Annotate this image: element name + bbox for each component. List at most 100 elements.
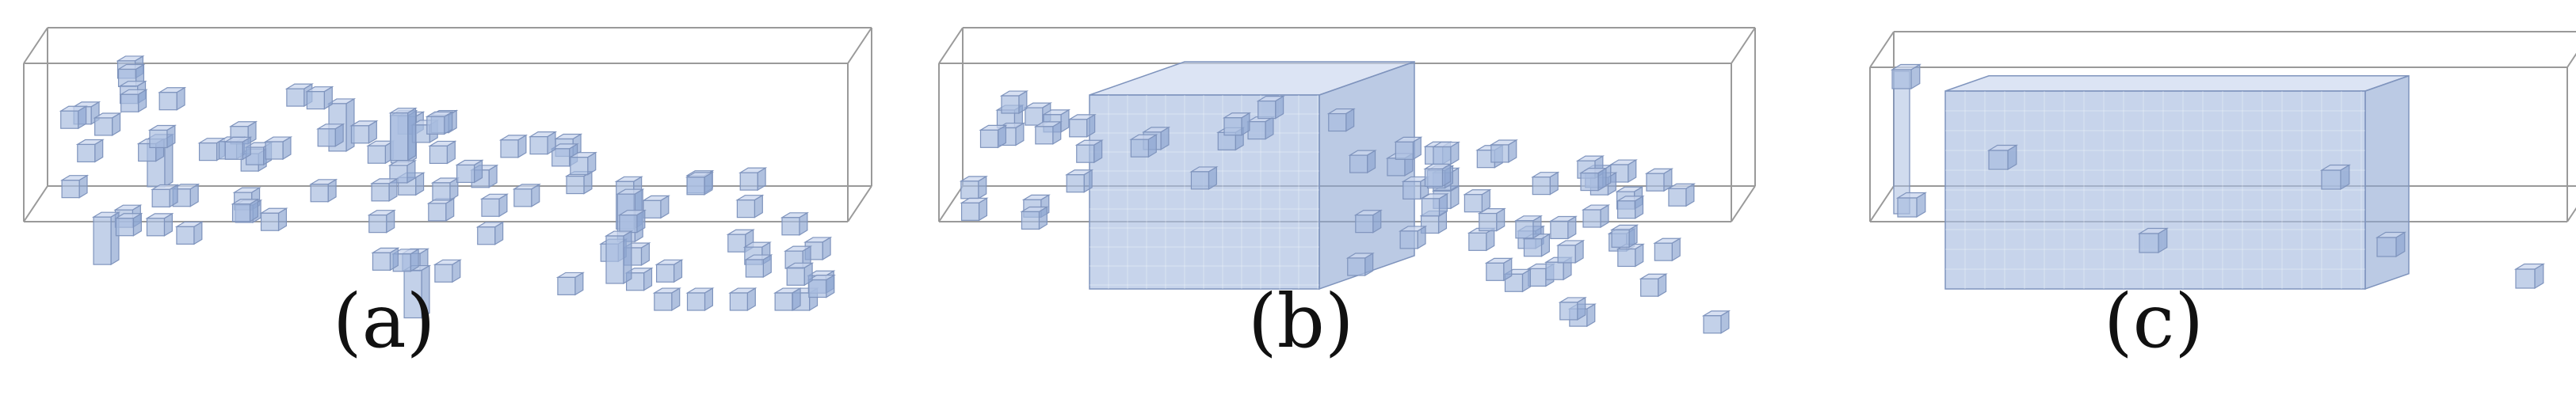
voxel: [781, 217, 800, 236]
voxel: [93, 216, 112, 265]
voxel: [428, 203, 447, 222]
voxel: [115, 218, 135, 237]
frame-edge: [23, 185, 48, 222]
voxel: [286, 88, 305, 107]
voxel: [2515, 268, 2536, 289]
frame-edge: [847, 27, 872, 64]
voxel: [1076, 144, 1095, 163]
frame-edge: [1869, 31, 1895, 68]
voxel: [1349, 154, 1368, 173]
voxel: [1668, 188, 1687, 207]
voxel: [149, 129, 168, 149]
voxel: [1223, 117, 1242, 136]
voxel: [310, 184, 329, 203]
voxel: [570, 157, 589, 176]
voxel: [1528, 268, 1547, 287]
voxel: [1468, 232, 1487, 251]
voxel: [1703, 315, 1722, 334]
block-side-face: [2364, 74, 2410, 291]
voxel: [1387, 158, 1406, 177]
voxel: [432, 182, 451, 201]
voxel: [1479, 212, 1498, 232]
voxel: [1891, 69, 1912, 89]
voxel: [1025, 107, 1044, 126]
voxel: [1646, 173, 1665, 192]
voxel: [198, 142, 218, 162]
voxel: [60, 110, 79, 129]
voxel: [1490, 144, 1509, 163]
frame-edge: [1731, 185, 1756, 222]
voxel: [477, 226, 496, 245]
voxel: [146, 218, 166, 237]
voxel: [557, 276, 576, 295]
voxel: [1328, 112, 1347, 132]
frame-edge: [1869, 185, 1895, 222]
voxel: [2321, 169, 2341, 190]
voxel: [686, 177, 705, 196]
voxel: [1464, 194, 1483, 213]
voxel: [605, 235, 624, 284]
voxel: [224, 141, 243, 160]
voxel: [120, 93, 139, 112]
voxel: [655, 264, 675, 283]
voxel: [61, 180, 80, 199]
voxel: [367, 145, 386, 164]
voxel: [176, 226, 195, 245]
voxel: [1611, 229, 1630, 248]
voxel: [1395, 141, 1414, 160]
voxel: [566, 175, 585, 195]
voxel: [1424, 168, 1444, 187]
voxel: [643, 200, 662, 218]
voxel: [158, 92, 177, 111]
voxel: [774, 292, 793, 311]
voxel: [1421, 198, 1441, 217]
voxel: [1617, 248, 1636, 268]
voxel: [529, 135, 548, 155]
voxel: [1001, 95, 1020, 114]
panel-c-voxel-box: [1869, 31, 2576, 291]
voxel: [979, 129, 999, 148]
voxel: [1486, 262, 1505, 281]
voxel: [260, 212, 280, 231]
voxel: [960, 180, 979, 200]
voxel: [619, 215, 638, 234]
voxel: [1988, 150, 2009, 170]
voxel: [1066, 174, 1085, 193]
voxel: [1582, 209, 1601, 228]
voxel: [1399, 230, 1418, 249]
voxel: [513, 188, 532, 207]
voxel: [1523, 238, 1543, 257]
voxel: [306, 91, 325, 110]
voxel: [1402, 180, 1422, 200]
voxel: [1532, 177, 1551, 196]
voxel: [1021, 211, 1040, 230]
voxel: [434, 264, 453, 283]
panel-a-label: (a): [333, 279, 436, 365]
voxel: [1347, 257, 1366, 276]
voxel: [1897, 197, 1918, 218]
voxel: [429, 145, 448, 164]
frame-edge: [938, 27, 964, 64]
voxel: [390, 112, 409, 162]
voxel: [372, 252, 391, 271]
voxel: [456, 164, 475, 184]
voxel: [1545, 261, 1564, 280]
frame-edge: [2566, 207, 2576, 222]
voxel: [265, 141, 284, 160]
voxel: [1035, 126, 1054, 145]
frame-edge: [1731, 27, 1756, 64]
panel-a-voxel-box: [23, 27, 872, 319]
voxel: [786, 267, 805, 286]
voxel: [1654, 242, 1673, 261]
panel-c-label: (c): [2104, 279, 2204, 365]
block-front-face: [1089, 94, 1320, 290]
voxel: [1069, 119, 1088, 138]
block-front-face: [1944, 90, 2366, 290]
voxel: [736, 200, 756, 218]
frame-edge: [938, 185, 964, 222]
voxel: [371, 183, 390, 202]
voxel: [1433, 146, 1452, 165]
voxel: [1190, 171, 1210, 190]
voxel: [1557, 245, 1576, 264]
panel-b-voxel-box: [938, 27, 1756, 334]
